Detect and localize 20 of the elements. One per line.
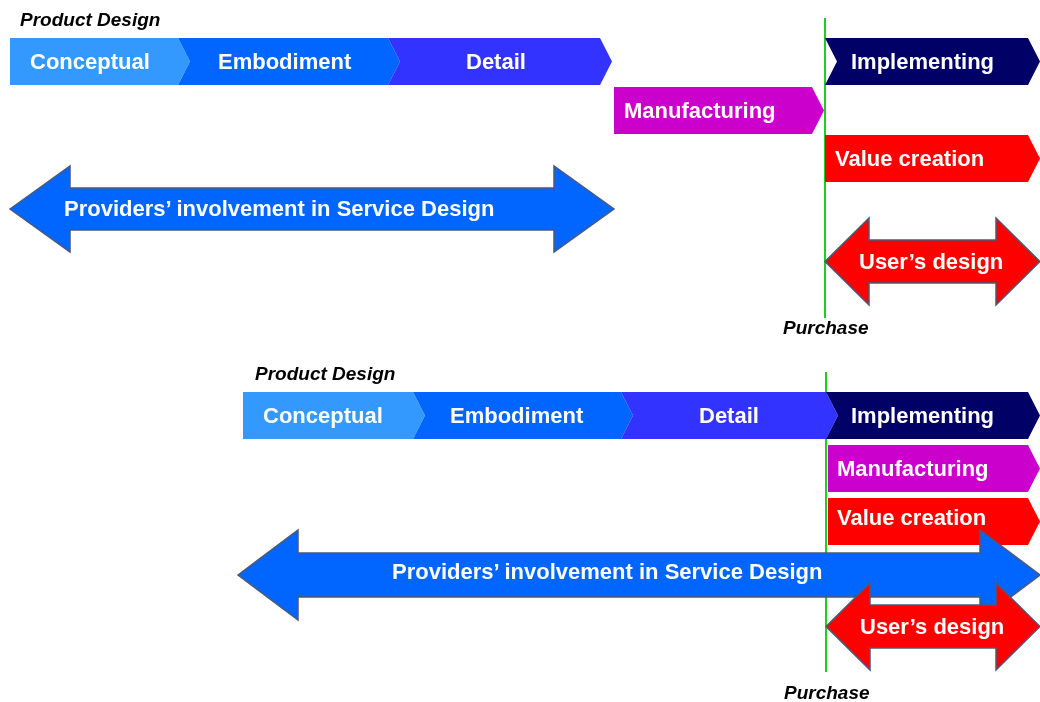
stage-label: Manufacturing: [624, 99, 776, 122]
stage-label: User’s design: [859, 250, 1004, 273]
stage-label: Implementing: [851, 404, 994, 427]
stage-label: Conceptual: [30, 50, 150, 73]
stage-label: Providers’ involvement in Service Design: [392, 561, 823, 583]
stage-label: Conceptual: [263, 404, 383, 427]
stage-label: Manufacturing: [837, 457, 989, 480]
stage-label: Value creation: [835, 147, 985, 170]
stage-label: Detail: [466, 50, 526, 73]
phase-title: Product Design: [20, 10, 161, 29]
phase-title: Product Design: [255, 364, 396, 383]
stage-label: Value creation: [837, 506, 987, 529]
milestone-label: Purchase: [783, 318, 869, 337]
stage-label: Embodiment: [218, 50, 352, 73]
stage-label: Providers’ involvement in Service Design: [64, 198, 495, 220]
stage-label: User’s design: [860, 615, 1005, 638]
stage-label: Detail: [699, 404, 759, 427]
stage-label: Embodiment: [450, 404, 584, 427]
milestone-label: Purchase: [784, 683, 870, 702]
stage-label: Implementing: [851, 50, 994, 73]
